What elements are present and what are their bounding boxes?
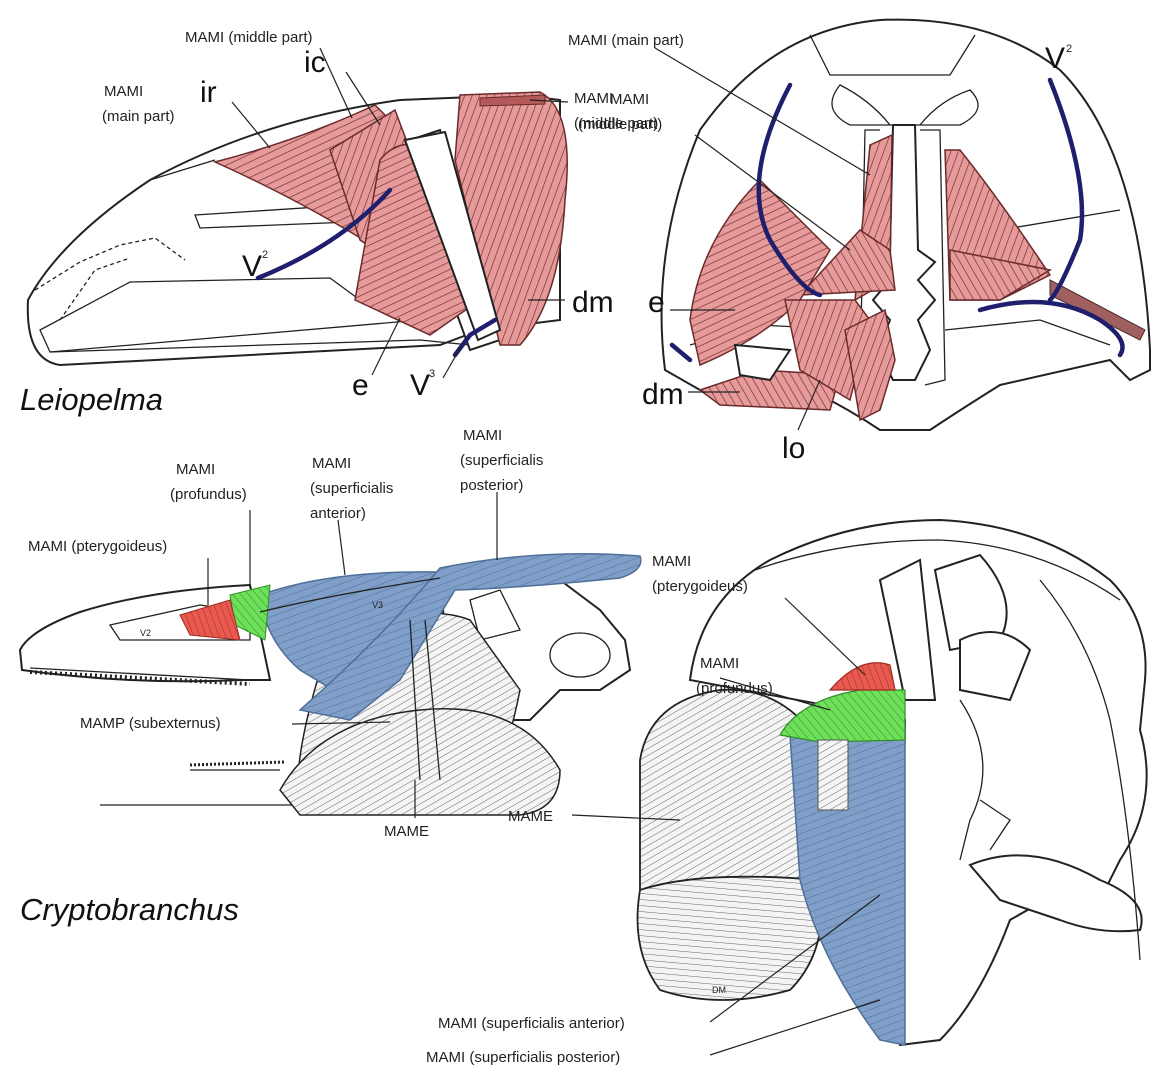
label-dm: dm bbox=[572, 286, 614, 319]
label-mami-main-line2: (main part) bbox=[102, 108, 175, 125]
species-cryptobranchus: Cryptobranchus bbox=[20, 892, 239, 927]
label-sup-post-line2: (superficialis bbox=[460, 452, 543, 469]
label-dorsal-v2-sup: 2 bbox=[1066, 43, 1072, 55]
label-dorsal-sup-anterior: MAMI (superficialis anterior) bbox=[438, 1015, 625, 1032]
label-dorsal-mami-middle-line1: MAMI bbox=[610, 91, 649, 108]
dorsal-dm-muscle bbox=[638, 877, 823, 1000]
label-dorsal-mame: MAME bbox=[508, 808, 553, 825]
label-dorsal-mami-main: MAMI (main part) bbox=[568, 32, 684, 49]
label-mami-main-line1: MAMI bbox=[104, 83, 143, 100]
label-dorsal-dm: dm bbox=[642, 378, 684, 411]
label-dorsal-e: e bbox=[648, 286, 665, 319]
label-dorsal-mami-middle-line2: (middle part) bbox=[578, 116, 662, 133]
label-v3-base: V bbox=[410, 369, 430, 402]
label-mami-middle-part-top: MAMI (middle part) bbox=[185, 29, 313, 46]
label-ic: ic bbox=[304, 46, 326, 79]
label-dorsal-dm: DM bbox=[712, 985, 726, 995]
label-dorsal-sup-posterior: MAMI (superficialis posterior) bbox=[426, 1049, 620, 1066]
label-sup-ant-line1: MAMI bbox=[312, 455, 351, 472]
label-dorsal-lo: lo bbox=[782, 432, 805, 465]
label-ir: ir bbox=[200, 76, 217, 109]
label-dorsal-v2-base: V bbox=[1045, 42, 1065, 75]
label-v3-small: V3 bbox=[372, 600, 383, 610]
label-pterygoideus: MAMI (pterygoideus) bbox=[28, 538, 167, 555]
label-sup-ant-line2: (superficialis bbox=[310, 480, 393, 497]
label-e: e bbox=[352, 369, 369, 402]
label-mamp: MAMP (subexternus) bbox=[80, 715, 221, 732]
label-sup-post-line1: MAMI bbox=[463, 427, 502, 444]
label-dorsal-pterygoideus-line1: MAMI bbox=[652, 553, 691, 570]
label-sup-post-line3: posterior) bbox=[460, 477, 523, 494]
cryptobranchus-dorsal-muscles bbox=[638, 663, 906, 1045]
label-sup-ant-line3: anterior) bbox=[310, 505, 366, 522]
label-profundus-line2: (profundus) bbox=[170, 486, 247, 503]
label-dorsal-profundus-line1: MAMI bbox=[700, 655, 739, 672]
label-profundus-line1: MAMI bbox=[176, 461, 215, 478]
label-v2-sup: 2 bbox=[262, 249, 268, 261]
label-dorsal-profundus-line2: (profundus) bbox=[696, 680, 773, 697]
label-v3-sup: 3 bbox=[429, 368, 435, 380]
species-leiopelma: Leiopelma bbox=[20, 382, 163, 417]
label-v2-small: V2 bbox=[140, 628, 151, 638]
label-mami-middle-right-line1: MAMI bbox=[574, 90, 613, 107]
label-dorsal-pterygoideus-line2: (pterygoideus) bbox=[652, 578, 748, 595]
label-v2-base: V bbox=[242, 250, 262, 283]
label-mame: MAME bbox=[384, 823, 429, 840]
